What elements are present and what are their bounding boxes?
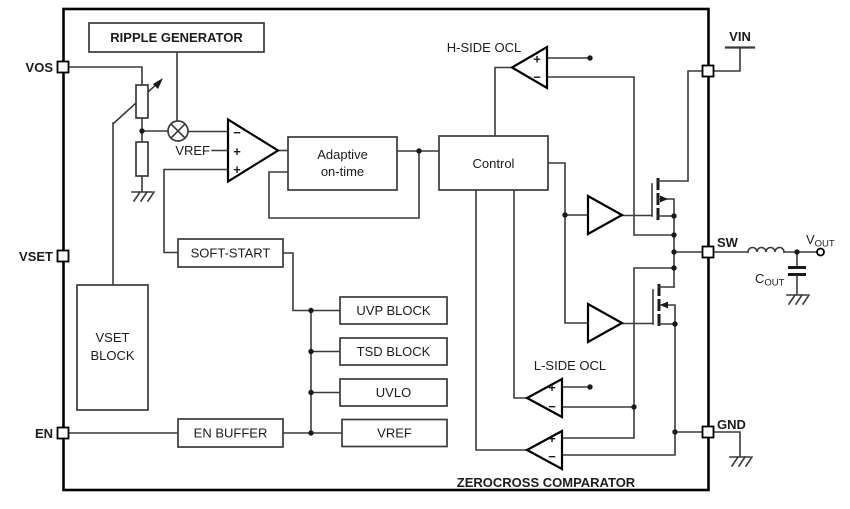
soft-start-label: SOFT-START <box>191 246 271 261</box>
l-side-ocl-minus: − <box>548 399 556 414</box>
low-side-gate-driver <box>586 302 625 344</box>
vout-terminal <box>816 247 825 257</box>
zerocross-label: ZEROCROSS COMPARATOR <box>457 475 636 490</box>
zerocross-plus: + <box>548 431 556 446</box>
soft-start-block <box>177 238 284 268</box>
output-filter: VOUT COUT <box>712 232 835 295</box>
l-side-ocl-plus: + <box>548 380 556 395</box>
en-pin <box>56 426 70 440</box>
high-side-mosfet <box>621 70 703 220</box>
tsd-block-label: TSD BLOCK <box>357 344 431 359</box>
vset-pin <box>56 249 70 263</box>
gnd-pin <box>701 425 715 439</box>
uvlo-label: UVLO <box>376 385 411 400</box>
en-buffer-block <box>177 418 284 448</box>
wires <box>67 51 703 456</box>
sw-pin <box>701 245 715 259</box>
vset-block-label-2: BLOCK <box>90 348 134 363</box>
h-side-ocl-label: H-SIDE OCL <box>447 40 521 55</box>
vin-pin <box>701 64 715 78</box>
vset-block <box>76 284 149 411</box>
variable-resistor-arrow <box>153 78 163 89</box>
ground-symbol-gnd-pin <box>729 455 754 468</box>
vset-pin-label: VSET <box>19 249 53 264</box>
zerocross-minus: − <box>548 449 556 464</box>
ground-symbol-cout <box>786 293 811 306</box>
h-side-ocl-comparator: H-SIDE OCL + − <box>447 40 549 90</box>
gnd-external <box>712 431 741 457</box>
high-side-gate-driver <box>586 194 625 236</box>
uvp-block-label: UVP BLOCK <box>356 303 431 318</box>
control-block <box>438 135 549 191</box>
error-comp-minus: − <box>233 125 241 140</box>
adaptive-label-1: Adaptive <box>317 147 368 162</box>
gnd-pin-label: GND <box>717 417 746 432</box>
feedback-resistor <box>135 141 149 177</box>
cout-label: COUT <box>755 271 785 289</box>
tsd-block <box>339 337 448 366</box>
vset-block-label-1: VSET <box>96 330 130 345</box>
sw-pin-label: SW <box>717 235 739 250</box>
adaptive-on-time-block <box>287 136 398 191</box>
vos-pin <box>56 60 70 74</box>
error-comp-plus-1: + <box>233 144 241 159</box>
zerocross-comparator: + − ZEROCROSS COMPARATOR <box>457 429 636 490</box>
low-side-mosfet <box>621 284 676 326</box>
vos-pin-label: VOS <box>26 60 54 75</box>
variable-resistor <box>135 84 149 119</box>
ground-symbol-divider <box>131 190 156 203</box>
control-label: Control <box>473 156 515 171</box>
vref-block <box>341 418 448 448</box>
en-pin-label: EN <box>35 426 53 441</box>
error-comp-plus-2: + <box>233 162 241 177</box>
vin-pin-label: VIN <box>729 29 751 44</box>
h-side-ocl-minus: − <box>533 70 541 85</box>
l-side-ocl-comparator: L-SIDE OCL + − <box>524 358 606 419</box>
uvp-block <box>339 296 448 325</box>
junction-dots <box>139 55 800 436</box>
adaptive-label-2: on-time <box>321 164 364 179</box>
en-buffer-label: EN BUFFER <box>194 426 268 441</box>
vref-block-label: VREF <box>377 426 412 441</box>
vin-supply: VIN <box>712 29 756 72</box>
vref-input-label: VREF <box>175 143 210 158</box>
inductor <box>747 246 785 253</box>
ripple-generator-label: RIPPLE GENERATOR <box>110 30 243 45</box>
ripple-mixer-node <box>167 120 189 142</box>
l-side-ocl-label: L-SIDE OCL <box>534 358 606 373</box>
ripple-generator-block <box>88 22 265 53</box>
vout-label: VOUT <box>806 232 835 250</box>
h-side-ocl-plus: + <box>533 52 541 67</box>
uvlo-block <box>339 378 448 407</box>
error-comparator: − + + VREF <box>175 117 281 184</box>
